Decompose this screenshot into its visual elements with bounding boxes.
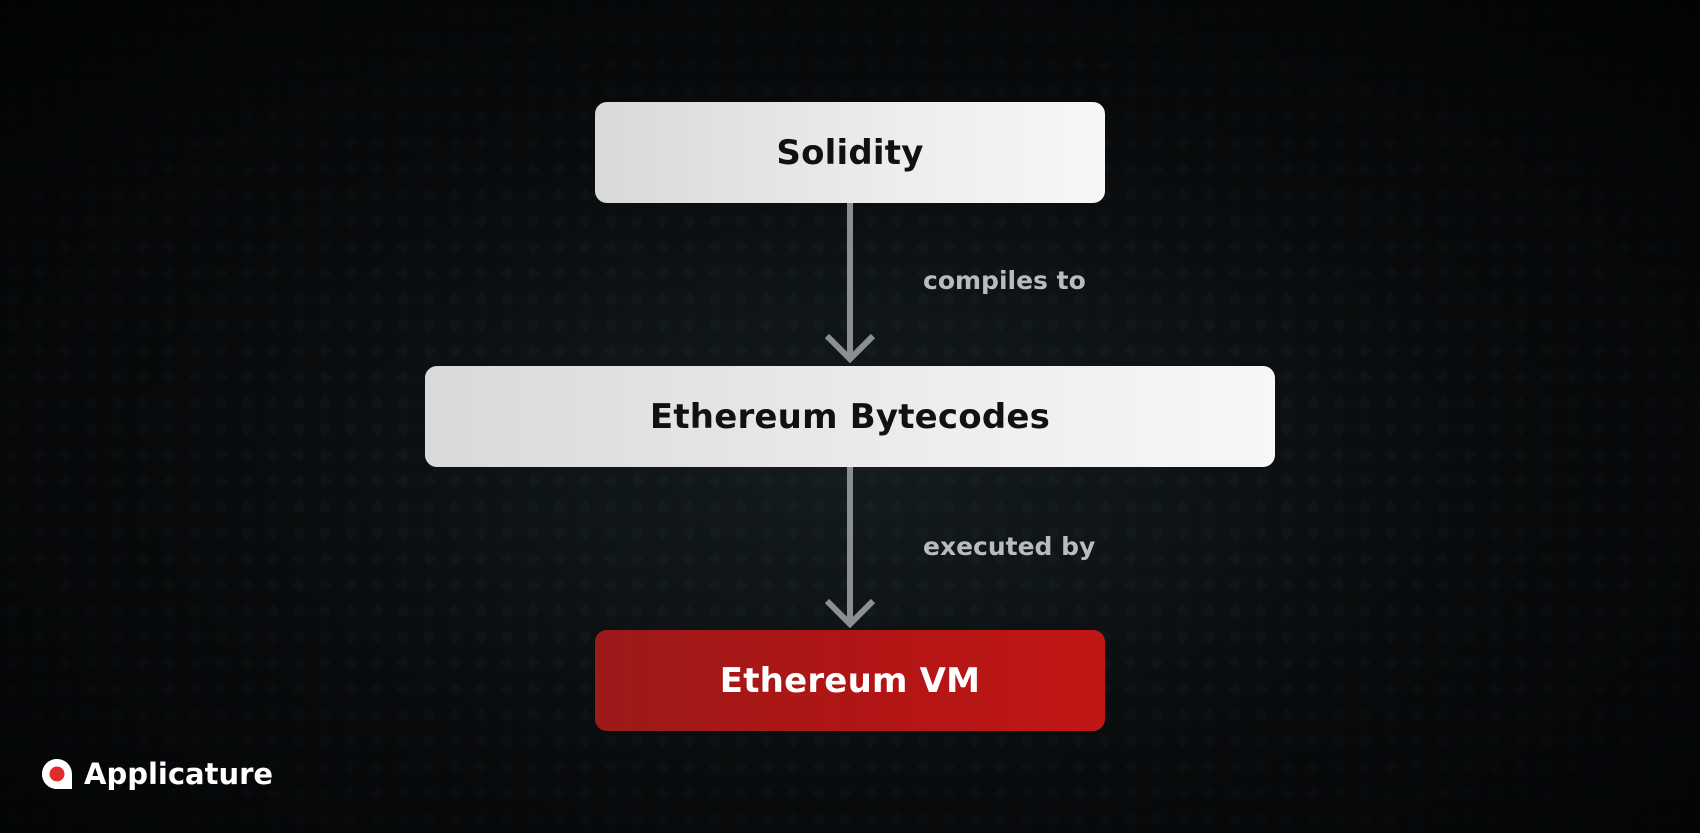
brand-name: Applicature (84, 757, 274, 791)
edge-label-executed-by: executed by (923, 532, 1096, 561)
node-solidity: Solidity (595, 102, 1105, 203)
brand-logo: Applicature (40, 752, 273, 796)
node-ethereum-vm: Ethereum VM (595, 630, 1105, 731)
node-ethereum-bytecodes: Ethereum Bytecodes (425, 366, 1275, 467)
applicature-logo-icon (42, 759, 72, 789)
edge-compiles-to (824, 203, 876, 364)
edge-label-compiles-to: compiles to (923, 266, 1086, 295)
arrowhead-icon (824, 333, 876, 364)
edge-executed-by (824, 467, 876, 629)
arrowhead-icon (824, 598, 876, 629)
